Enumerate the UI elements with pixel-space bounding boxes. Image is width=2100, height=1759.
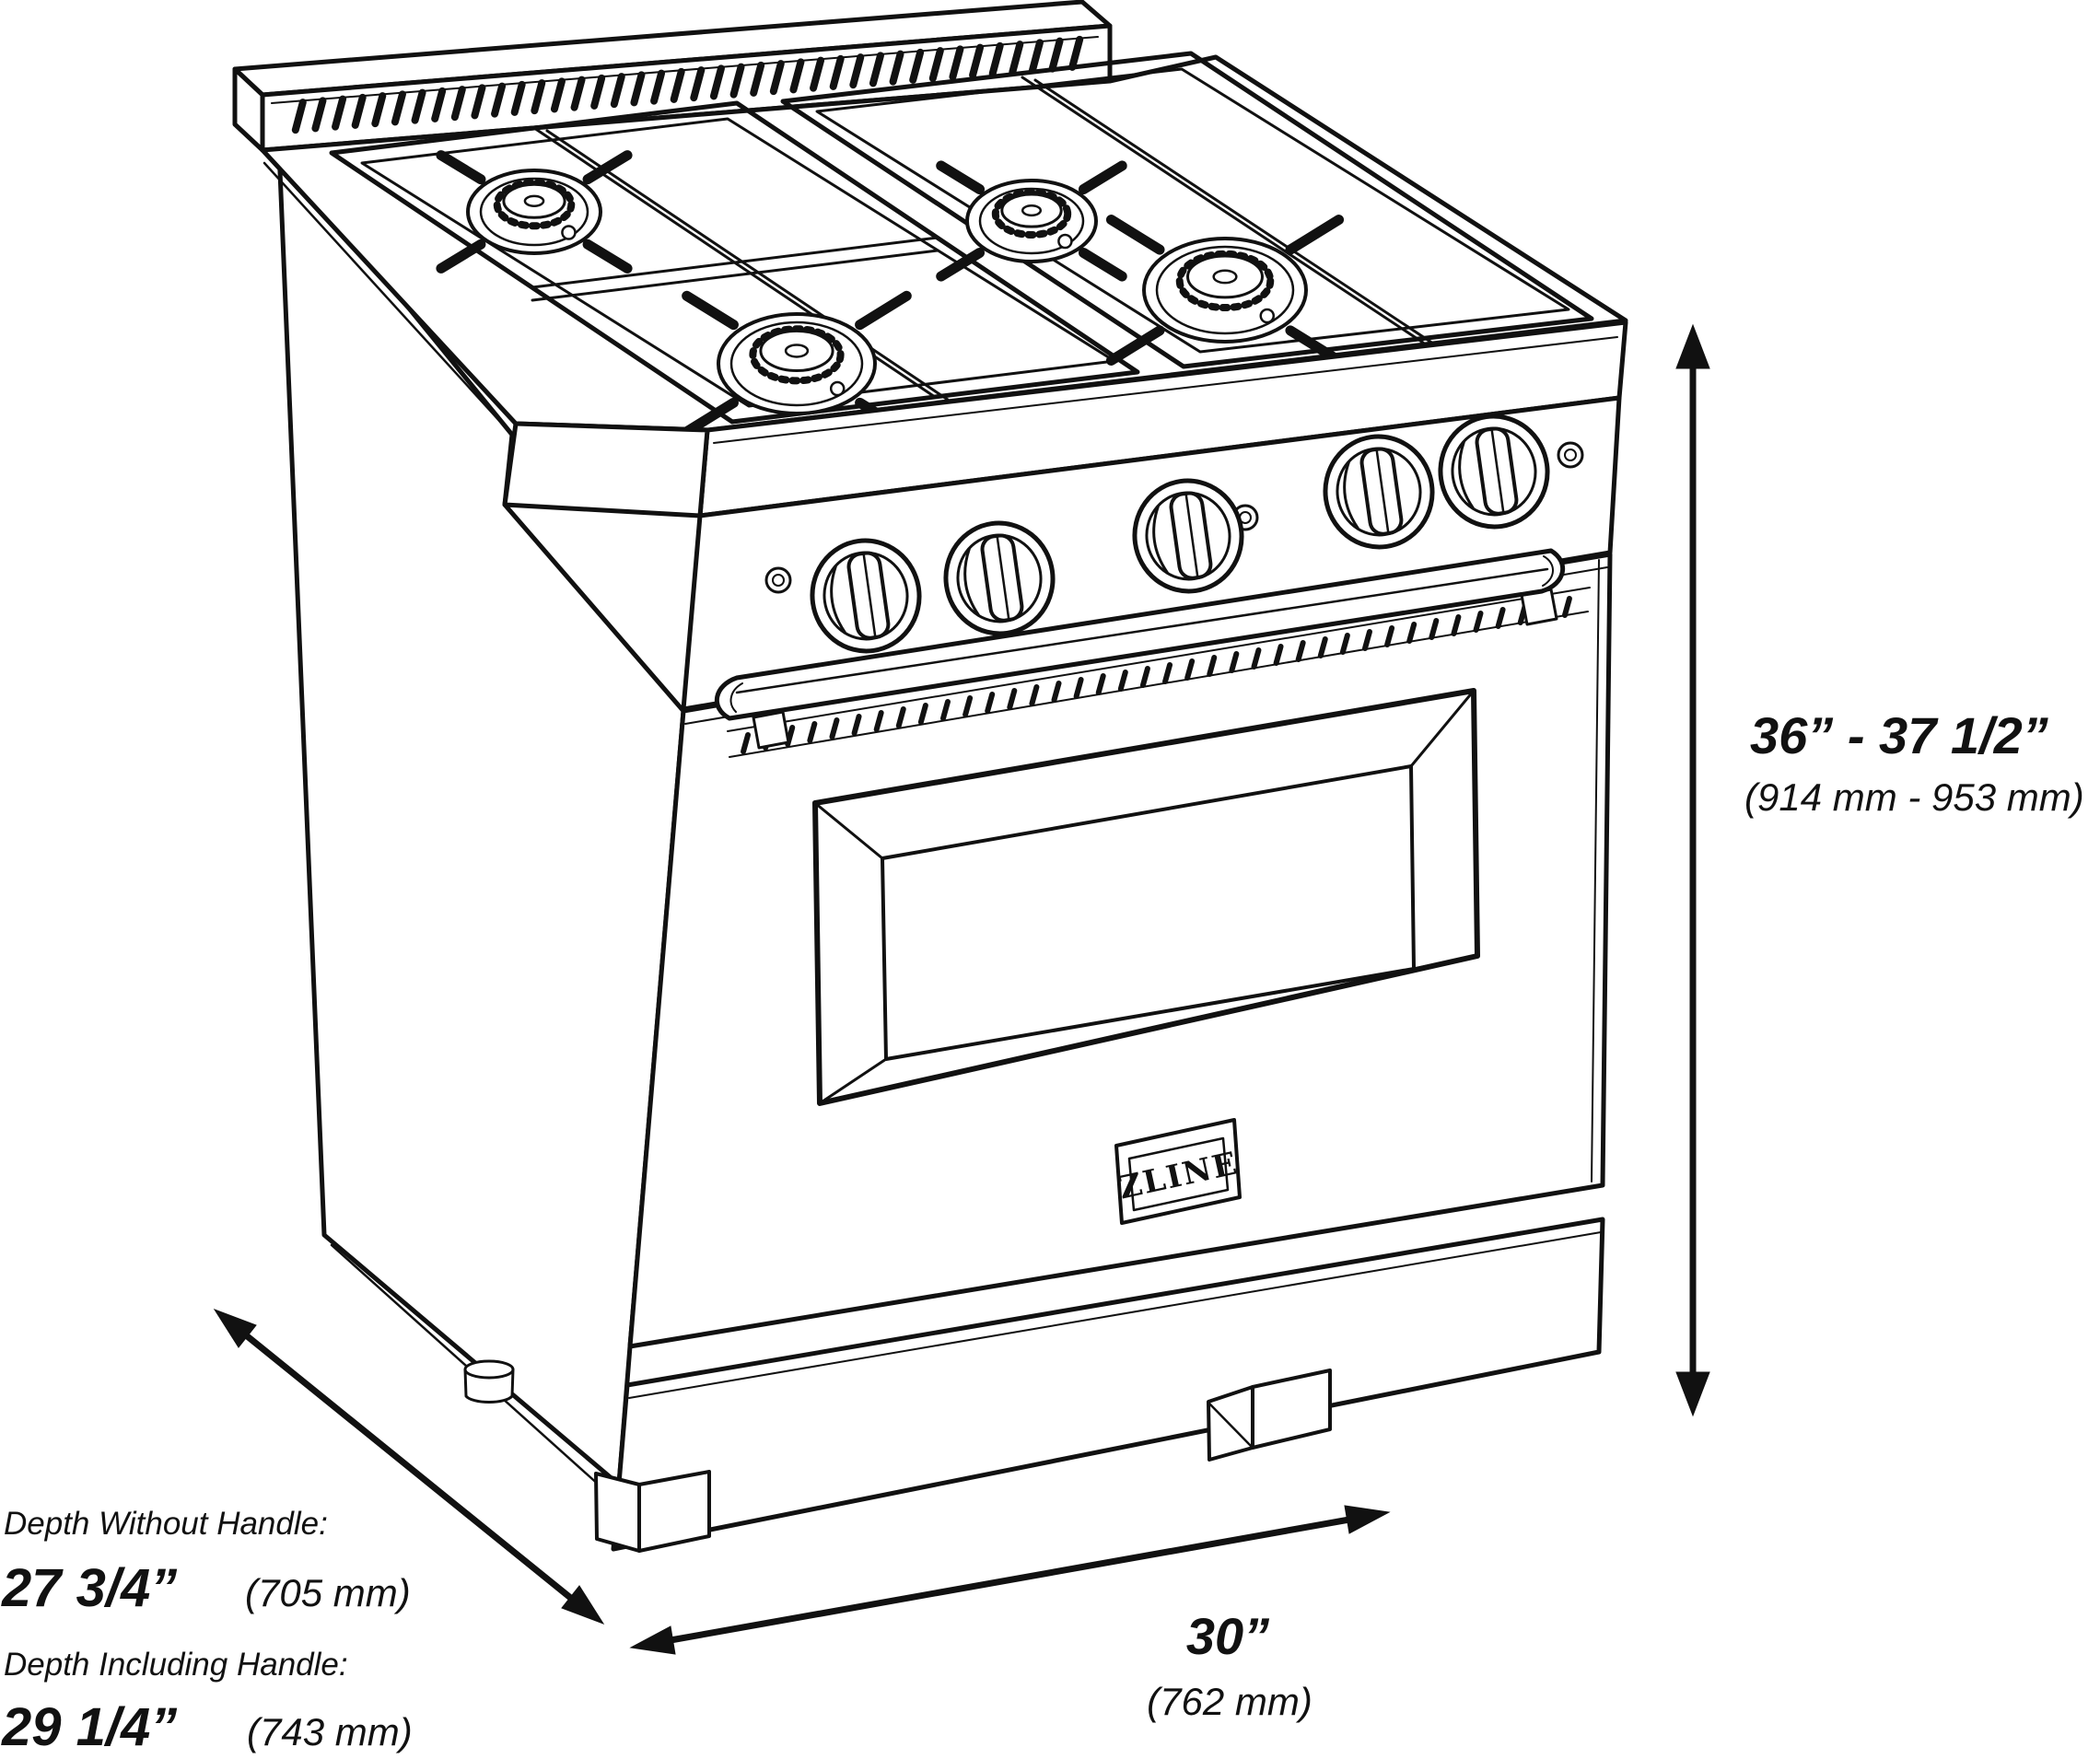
depth-dimension-arrow [213, 1309, 605, 1625]
dimension-labels: 36” - 37 1/2” (914 mm - 953 mm) Depth Wi… [1, 706, 2084, 1757]
back-vent-rail [232, 0, 1113, 153]
vent-slots [291, 35, 1084, 134]
oven-door-handle [714, 548, 1566, 750]
control-knobs [810, 414, 1550, 654]
left-foot [594, 1470, 711, 1553]
zline-badge: ZLINE [1114, 1118, 1242, 1225]
width-dimension-arrow [629, 1505, 1391, 1655]
width-metric: (762 mm) [1147, 1680, 1312, 1723]
door-vent-strip [727, 587, 1591, 758]
oven-window [812, 688, 1480, 1106]
depth-without-handle-value: 27 3/4” [1, 1558, 177, 1618]
width-value: 30” [1186, 1607, 1269, 1665]
depth-including-handle-label: Depth Including Handle: [4, 1647, 348, 1683]
leveling-leg [463, 1359, 515, 1404]
depth-including-handle-metric: (743 mm) [247, 1710, 413, 1753]
depth-without-handle-metric: (705 mm) [245, 1571, 411, 1614]
height-dimension-arrow [1675, 323, 1710, 1417]
right-foot [1207, 1369, 1332, 1462]
depth-including-handle-value: 29 1/4” [1, 1697, 177, 1757]
gas-burners [466, 169, 1308, 415]
height-metric: (914 mm - 953 mm) [1744, 775, 2084, 819]
depth-without-handle-label: Depth Without Handle: [4, 1506, 328, 1542]
height-value: 36” - 37 1/2” [1750, 706, 2048, 764]
